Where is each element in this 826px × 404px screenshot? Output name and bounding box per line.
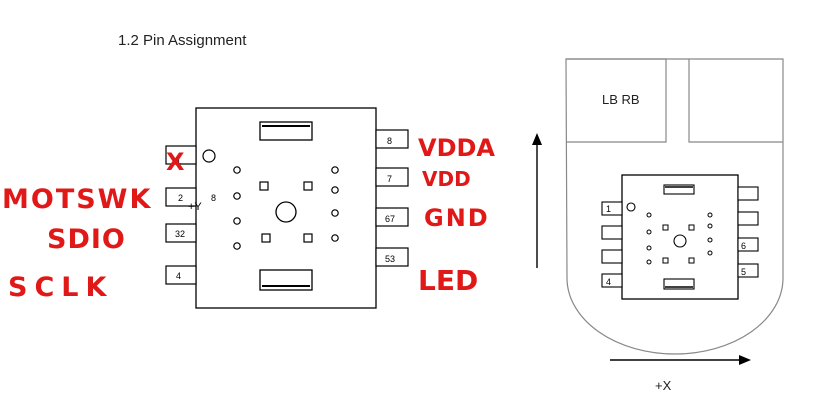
plus-y-label: +Y <box>188 201 202 213</box>
pin-number-1: 1 <box>176 156 181 166</box>
gnd-label: GND <box>424 204 490 232</box>
x-mark: X <box>166 148 185 176</box>
left-pins <box>165 145 197 285</box>
button-label: LB RB <box>602 92 640 107</box>
sensor-pin-5: 5 <box>741 267 746 277</box>
sclk-label: SCLK <box>8 272 113 303</box>
vdd-label: VDD <box>422 167 471 191</box>
pin-number-32: 32 <box>175 229 185 239</box>
pin-number-67: 67 <box>385 214 395 224</box>
pin-number-53: 53 <box>385 254 395 264</box>
top-slot <box>259 121 313 141</box>
sensor-chip: 1 4 6 5 <box>601 174 759 300</box>
right-button <box>688 59 783 143</box>
right-pins <box>375 129 409 267</box>
sensor-pin-6: 6 <box>741 241 746 251</box>
led-label: LED <box>418 264 478 297</box>
plus-y-subscript: 8 <box>211 193 216 203</box>
pin-number-4: 4 <box>176 271 181 281</box>
vdda-label: VDDA <box>418 134 495 162</box>
motswk-label: MOTSWK <box>2 184 152 215</box>
inner-dots <box>233 166 339 250</box>
pin-number-2: 2 <box>178 193 183 203</box>
left-button <box>566 58 667 143</box>
pin-number-7: 7 <box>387 174 392 184</box>
sensor-pin-4: 4 <box>606 277 611 287</box>
handwritten-annotations: X MOTSWK SDIO SCLK VDDA VDD GND LED <box>2 134 495 303</box>
sensor-pin-1: 1 <box>606 204 611 214</box>
left-chip: 1 2 32 4 8 7 67 53 +Y 8 <box>165 107 409 309</box>
pin-number-8: 8 <box>387 136 392 146</box>
lens-circle <box>275 201 297 223</box>
inner-squares <box>259 181 313 243</box>
x-axis-label: +X <box>655 378 672 393</box>
axis-arrows: +X <box>532 133 751 393</box>
pin1-marker <box>202 149 216 163</box>
section-heading: 1.2 Pin Assignment <box>118 32 247 49</box>
sdio-label: SDIO <box>47 224 126 255</box>
